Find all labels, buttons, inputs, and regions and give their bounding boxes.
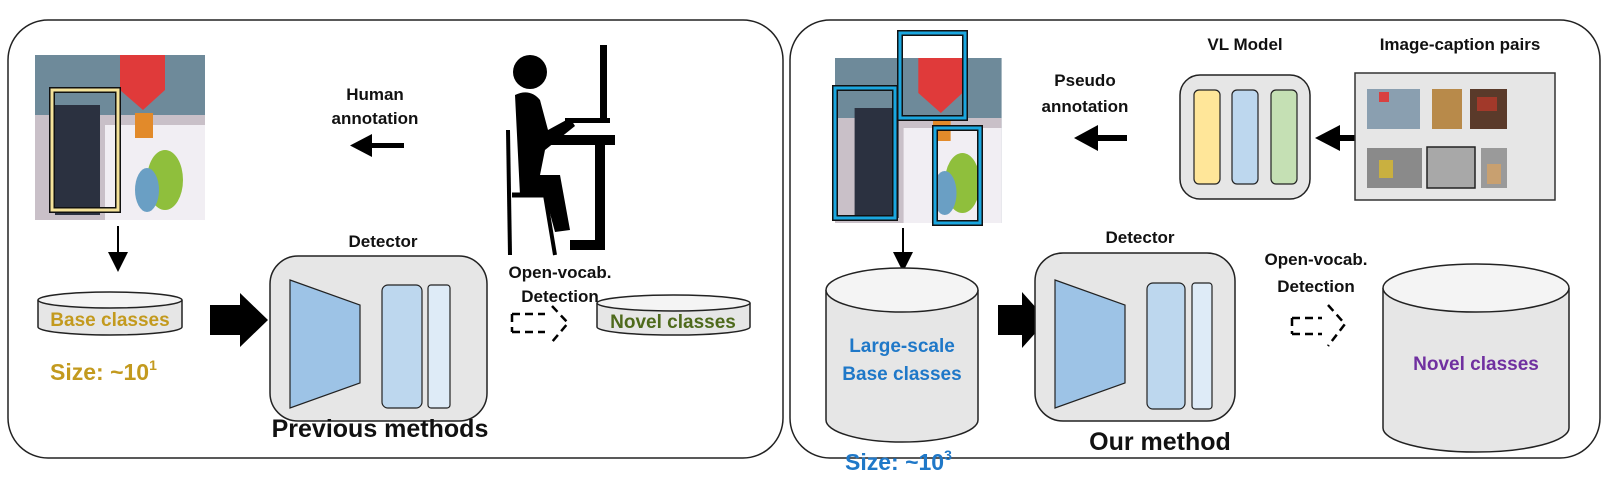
open-vocab-label-1: Open-vocab. [509, 263, 612, 282]
base-classes-label-2: Base classes [842, 364, 961, 385]
left-arrow-icon [350, 134, 404, 157]
vl-model-label: VL Model [1207, 35, 1282, 54]
dashed-arrow-icon [510, 305, 570, 343]
human-annotation-label-1: Human [346, 85, 404, 104]
base-classes-label-1: Large-scale [849, 336, 955, 357]
size-label: Size: ~101 [50, 357, 157, 385]
base-classes-label: Base classes [50, 310, 169, 331]
encoder-shape [1054, 279, 1126, 409]
detector-label: Detector [1106, 228, 1175, 247]
size-exponent: 3 [944, 447, 952, 463]
dashed-arrow-icon [1290, 304, 1347, 347]
pseudo-annotated-photo [832, 30, 1002, 226]
thumbnail [1367, 89, 1420, 129]
classifier-block [427, 284, 451, 409]
novel-classes-cylinder: Novel classes [596, 294, 751, 336]
novel-classes-label: Novel classes [1413, 354, 1539, 375]
detector-block [269, 255, 488, 422]
base-classes-cylinder: Base classes [37, 291, 183, 336]
detector-block [1034, 252, 1236, 422]
detector-label: Detector [349, 232, 418, 251]
image-caption-pairs-label: Image-caption pairs [1380, 35, 1541, 54]
size-exponent: 1 [149, 357, 157, 373]
vl-model-block [1179, 74, 1311, 200]
left-arrow-icon [1074, 125, 1127, 151]
left-panel-previous-methods: Human annotation Base classes Size: ~101… [7, 19, 784, 459]
size-label: Size: ~103 [845, 447, 952, 475]
thumbnail [1432, 89, 1462, 129]
big-right-arrow-icon [998, 292, 1047, 348]
pseudo-annotation-label-2: annotation [1042, 97, 1129, 116]
thumbnail [1367, 148, 1422, 188]
encoder-shape [289, 279, 361, 409]
human-annotation-label-2: annotation [332, 109, 419, 128]
open-vocab-label-2: Detection [1277, 277, 1354, 296]
head-block [381, 284, 423, 409]
head-block [1146, 282, 1186, 410]
panel-title: Our method [1089, 428, 1231, 456]
annotated-photo [35, 55, 205, 220]
open-vocab-label-2: Detection [521, 287, 598, 306]
open-vocab-label-1: Open-vocab. [1265, 250, 1368, 269]
panel-title: Previous methods [272, 415, 489, 443]
size-value: Size: ~10 [845, 449, 944, 475]
novel-classes-cylinder: Novel classes [1382, 263, 1570, 453]
right-panel-our-method: Pseudo annotation VL Model Image-caption… [789, 19, 1601, 475]
image-caption-pairs-block [1354, 72, 1556, 201]
person-at-computer-icon [506, 45, 615, 256]
size-value: Size: ~10 [50, 359, 149, 385]
novel-classes-label: Novel classes [610, 312, 736, 333]
thumbnail [1426, 146, 1476, 189]
classifier-block [1191, 282, 1213, 410]
pseudo-annotation-label-1: Pseudo [1054, 71, 1115, 90]
big-right-arrow-icon [210, 293, 268, 347]
large-scale-base-classes-cylinder: Large-scale Base classes [825, 267, 979, 443]
